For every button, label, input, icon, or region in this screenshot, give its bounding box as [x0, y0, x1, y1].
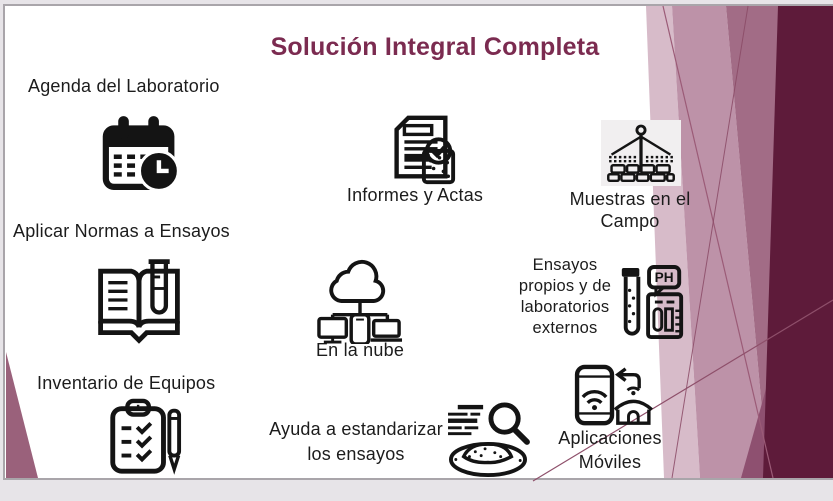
label-aplicaciones-moviles: Aplicaciones Móviles	[558, 428, 662, 472]
label-agenda-del-laboratorio: Agenda del Laboratorio	[28, 76, 220, 96]
label-aplicar-normas: Aplicar Normas a Ensayos	[13, 221, 230, 241]
label-muestras-en-el-campo: Muestras en el Campo	[569, 189, 691, 231]
mobile-sync-icon	[574, 364, 653, 426]
calendar-clock-icon	[102, 116, 180, 192]
clipboard-checklist-icon	[110, 398, 182, 475]
label-en-la-nube: En la nube	[315, 340, 405, 360]
field-samples-tile	[601, 120, 681, 186]
label-informes-y-actas: Informes y Actas	[346, 185, 484, 205]
label-inventario-de-equipos: Inventario de Equipos	[37, 373, 216, 393]
book-testtube-icon	[98, 259, 180, 344]
ph-meter-label: PH	[655, 270, 674, 285]
testtube-ph-icon: PH	[621, 265, 684, 339]
report-check-icon	[394, 115, 456, 185]
field-samples-icon	[607, 124, 675, 183]
slide-title: Solución Integral Completa	[270, 33, 600, 61]
label-ayuda-estandarizar: Ayuda a estandarizar los ensayos	[269, 419, 443, 464]
search-sample-icon	[448, 402, 530, 478]
label-ensayos-propios: Ensayos propios y de laboratorios extern…	[518, 256, 612, 337]
cloud-devices-icon	[317, 259, 403, 344]
